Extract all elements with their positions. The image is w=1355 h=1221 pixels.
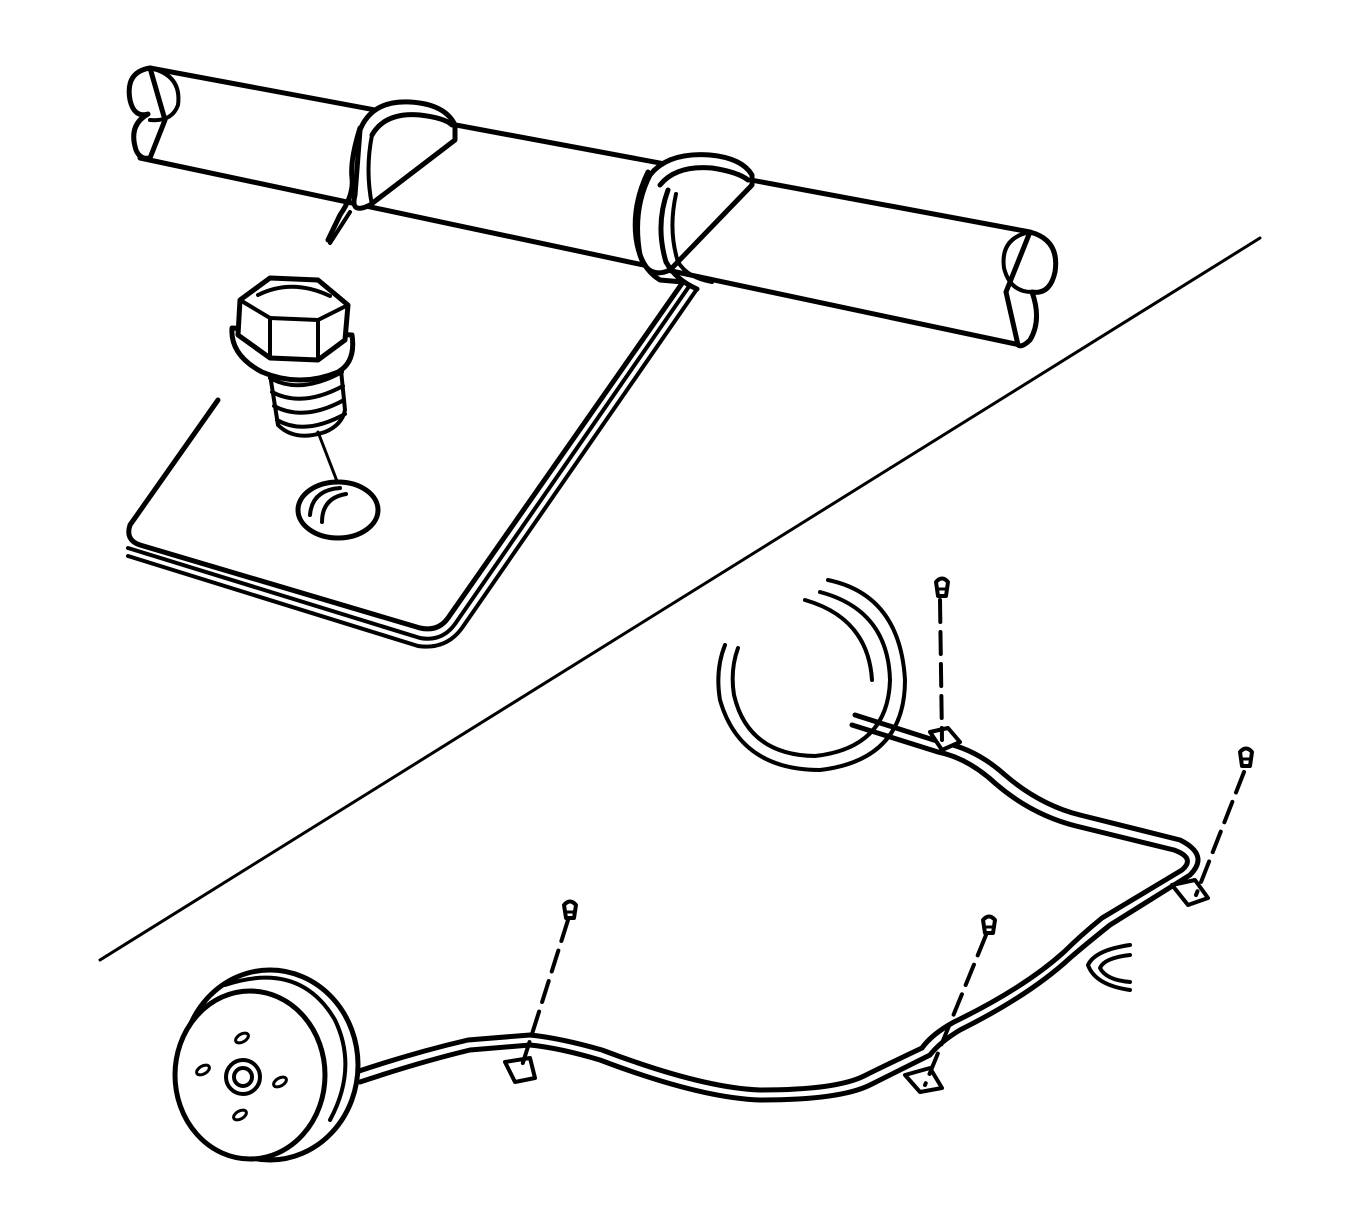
lower-detail-sensor-harness — [172, 576, 1254, 1163]
fastener-1 — [518, 899, 578, 1074]
fastener-2 — [923, 914, 997, 1087]
wire-harness — [353, 712, 1201, 1103]
mounting-plate — [126, 210, 699, 649]
tube — [126, 65, 1059, 349]
fastener-4 — [934, 576, 950, 742]
clamp-band-right — [632, 152, 755, 292]
grommet-arcs — [716, 578, 907, 772]
divider-line — [98, 236, 1262, 962]
fastener-3 — [1194, 746, 1254, 897]
upper-detail-bracket-assembly — [126, 65, 1059, 649]
sensor-puck — [172, 967, 361, 1163]
retaining-clip-3 — [1170, 878, 1210, 907]
clamp-band-left — [325, 99, 458, 243]
bolt-hole — [295, 479, 381, 541]
retaining-clip-2 — [903, 1066, 944, 1094]
bolt — [229, 275, 356, 438]
retaining-clip-1 — [503, 1056, 537, 1084]
